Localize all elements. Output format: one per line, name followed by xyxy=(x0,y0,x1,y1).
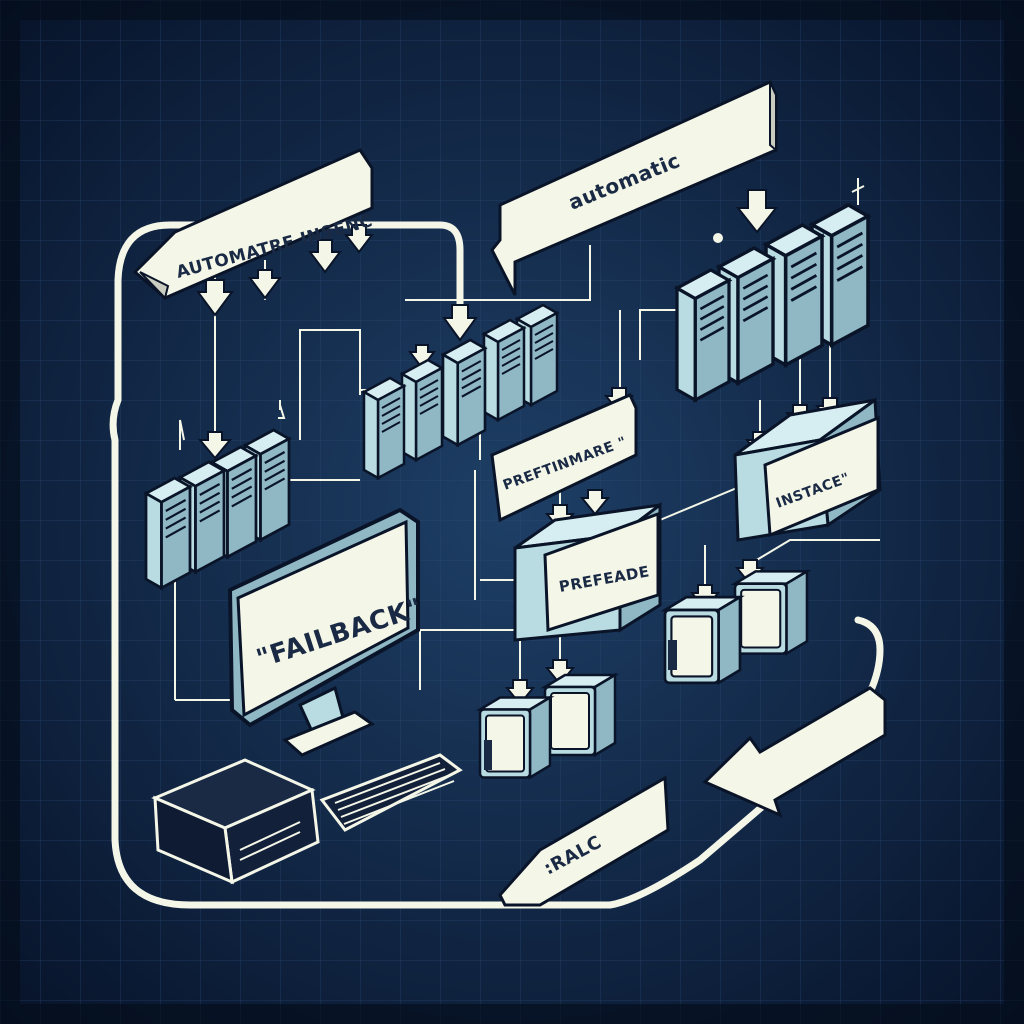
server-rack-icon xyxy=(362,376,406,480)
middle-label: PREFTINMARE " xyxy=(490,393,638,523)
decorative-marks xyxy=(179,178,865,441)
server-rack-icon xyxy=(144,476,192,590)
arrow-icon xyxy=(442,304,478,342)
arrow-icon xyxy=(196,279,234,317)
center-box: PREFEADE xyxy=(513,502,662,642)
server-rack-icon xyxy=(482,318,526,422)
server-rack-icon xyxy=(441,338,487,447)
node-icon xyxy=(733,569,809,656)
arrow-icon xyxy=(579,489,611,516)
node-pair-right xyxy=(663,569,809,685)
arrow-icon xyxy=(343,224,375,254)
arrow-icon xyxy=(248,269,282,300)
loop-to-arrow xyxy=(439,221,464,320)
monitor-icon: "FAILBACK" xyxy=(227,507,426,757)
server-rack-icon xyxy=(400,358,444,462)
right-box: INSTACE" xyxy=(733,397,882,542)
arrow-icon-large xyxy=(702,686,887,818)
keyboard-icon xyxy=(319,753,463,832)
node-pair-center xyxy=(478,673,617,779)
arrow-icon xyxy=(735,189,779,234)
bottom-banner: :RALC xyxy=(498,775,670,907)
arrow-icon xyxy=(197,431,233,460)
loop-connector xyxy=(109,221,884,909)
arrow-icon-group xyxy=(196,189,846,706)
desktop-unit xyxy=(151,758,320,885)
arrow-icon xyxy=(308,239,342,274)
server-rack-icon xyxy=(675,268,731,402)
arrow-icon xyxy=(504,679,536,706)
node-icon xyxy=(543,673,617,757)
